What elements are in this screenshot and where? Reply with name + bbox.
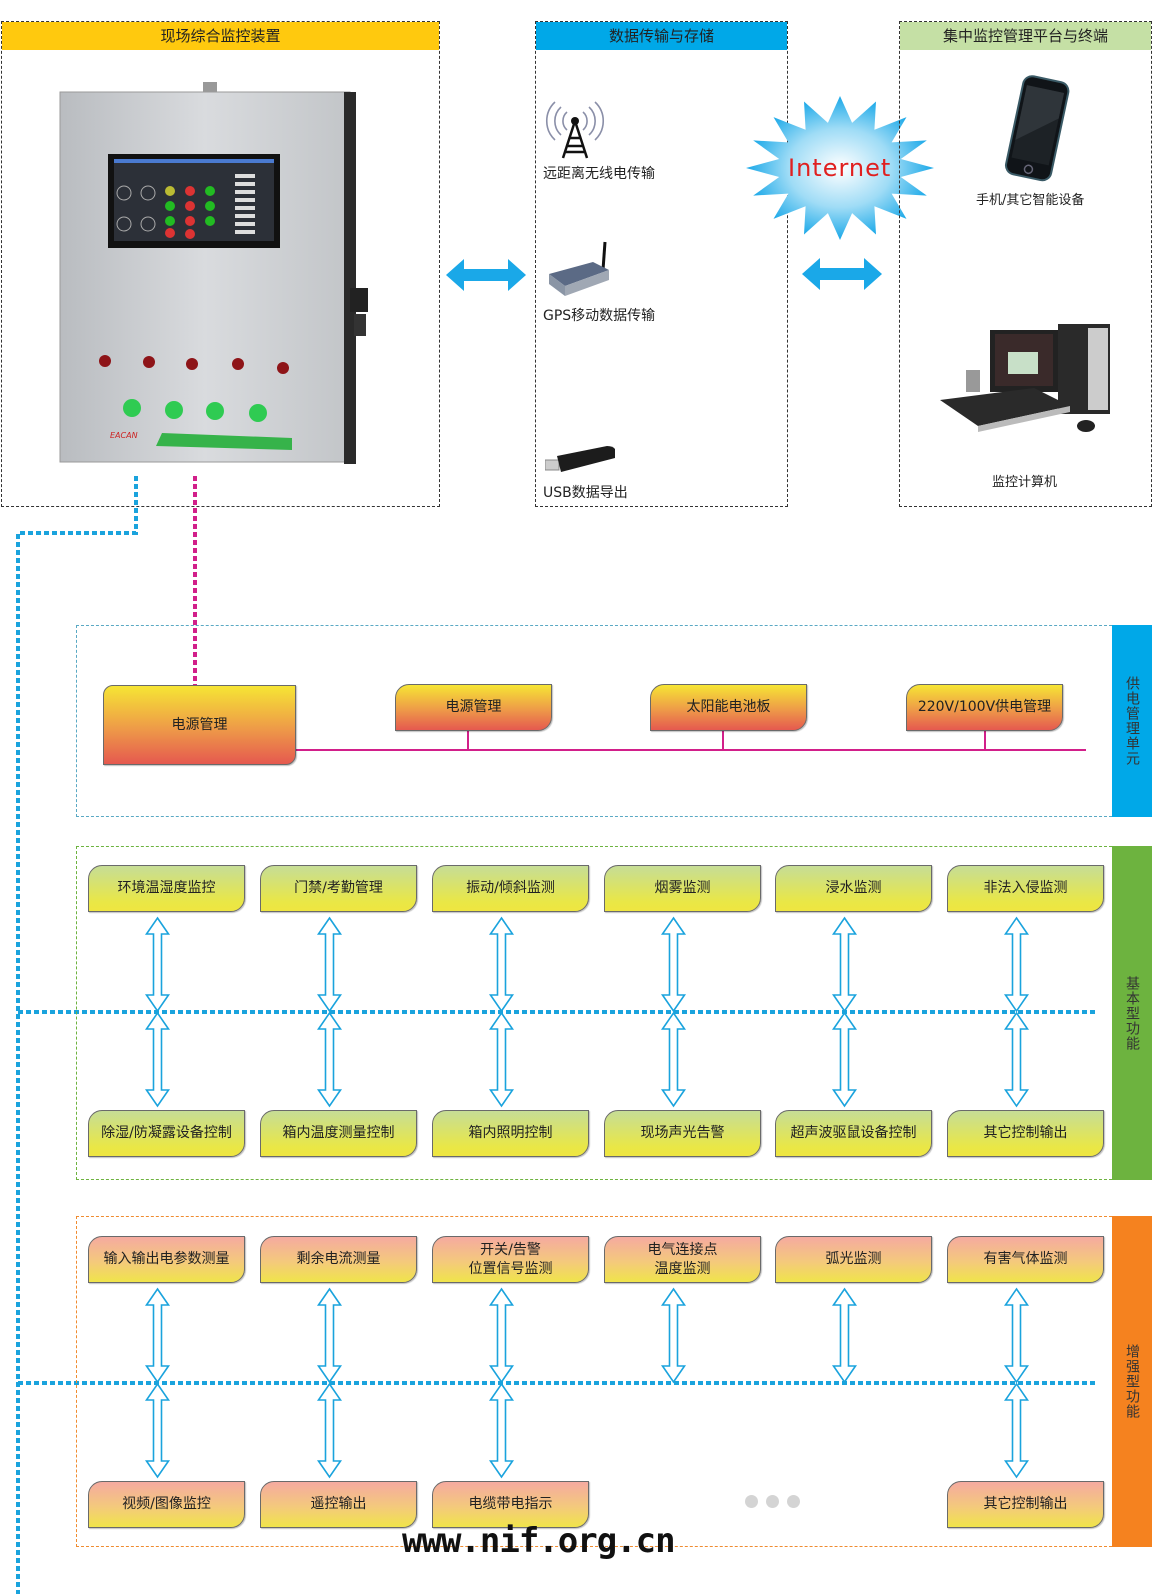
basic-monitor-box: 门禁/考勤管理 bbox=[260, 865, 417, 912]
bidirectional-arrow-icon bbox=[831, 1011, 858, 1108]
basic-control-box: 其它控制输出 bbox=[947, 1110, 1104, 1157]
transfer-platform-link-arrow bbox=[802, 258, 882, 290]
platform-panel-title: 集中监控管理平台与终端 bbox=[900, 22, 1151, 50]
enhanced-control-box: 电缆带电指示 bbox=[432, 1481, 589, 1528]
transfer-panel: 数据传输与存储 远距离无线电传输 GPS移动数据传输 USB数据导出 bbox=[535, 21, 788, 507]
bidirectional-arrow-icon bbox=[316, 1382, 343, 1479]
bidirectional-arrow-icon bbox=[831, 916, 858, 1013]
bidirectional-arrow-icon bbox=[144, 1287, 171, 1384]
power-unit-side-label: 供电管理单元 bbox=[1124, 676, 1140, 766]
power-management-main-box: 电源管理 bbox=[103, 685, 296, 765]
gps-modem-icon bbox=[549, 241, 609, 296]
platform-item-label: 手机/其它智能设备 bbox=[976, 193, 1085, 208]
monitoring-cabinet-image: EACAN bbox=[59, 82, 368, 464]
basic-monitor-box: 浸水监测 bbox=[775, 865, 932, 912]
data-bus-trunk-line bbox=[16, 476, 138, 1594]
bidirectional-arrow-icon bbox=[660, 916, 687, 1013]
basic-monitor-box: 烟雾监测 bbox=[604, 865, 761, 912]
svg-text:EACAN: EACAN bbox=[110, 431, 138, 440]
enhanced-monitor-box: 弧光监测 bbox=[775, 1236, 932, 1283]
basic-control-box: 除湿/防凝露设备控制 bbox=[88, 1110, 245, 1157]
bidirectional-arrow-icon bbox=[316, 1287, 343, 1384]
device-transfer-link-arrow bbox=[446, 259, 526, 291]
enhanced-monitor-box: 电气连接点 温度监测 bbox=[604, 1236, 761, 1283]
bidirectional-arrow-icon bbox=[488, 1382, 515, 1479]
basic-control-box: 现场声光告警 bbox=[604, 1110, 761, 1157]
bidirectional-arrow-icon bbox=[316, 1011, 343, 1108]
basic-monitor-box: 环境温湿度监控 bbox=[88, 865, 245, 912]
bidirectional-arrow-icon bbox=[1003, 1287, 1030, 1384]
basic-control-box: 箱内照明控制 bbox=[432, 1110, 589, 1157]
power-unit-side-tab: 供电管理单元 bbox=[1112, 625, 1152, 817]
enhanced-monitor-box: 有害气体监测 bbox=[947, 1236, 1104, 1283]
enhanced-control-box: 视频/图像监控 bbox=[88, 1481, 245, 1528]
device-panel-title: 现场综合监控装置 bbox=[2, 22, 439, 50]
basic-monitor-box: 非法入侵监测 bbox=[947, 865, 1104, 912]
bidirectional-arrow-icon bbox=[488, 1011, 515, 1108]
bidirectional-arrow-icon bbox=[144, 1011, 171, 1108]
enhanced-functions-section bbox=[76, 1216, 1112, 1547]
enhanced-monitor-box: 开关/告警 位置信号监测 bbox=[432, 1236, 589, 1283]
bidirectional-arrow-icon bbox=[488, 916, 515, 1013]
radio-tower-icon bbox=[546, 101, 604, 159]
smartphone-icon bbox=[1004, 75, 1070, 182]
bidirectional-arrow-icon bbox=[1003, 1011, 1030, 1108]
transfer-item-label: 远距离无线电传输 bbox=[543, 166, 655, 182]
enhanced-control-box: 其它控制输出 bbox=[947, 1481, 1104, 1528]
power-source-box: 电源管理 bbox=[395, 684, 552, 731]
enhanced-control-box: 遥控输出 bbox=[260, 1481, 417, 1528]
enhanced-functions-side-tab: 增强型功能 bbox=[1112, 1216, 1152, 1547]
enhanced-monitor-box: 输入输出电参数测量 bbox=[88, 1236, 245, 1283]
bidirectional-arrow-icon bbox=[144, 916, 171, 1013]
enhanced-functions-side-label: 增强型功能 bbox=[1124, 1344, 1140, 1419]
bidirectional-arrow-icon bbox=[831, 1287, 858, 1384]
basic-functions-side-label: 基本型功能 bbox=[1124, 975, 1140, 1051]
internet-label: Internet bbox=[788, 154, 892, 182]
watermark-text: www.nif.org.cn bbox=[402, 1521, 676, 1561]
basic-control-box: 箱内温度测量控制 bbox=[260, 1110, 417, 1157]
enhanced-monitor-box: 剩余电流测量 bbox=[260, 1236, 417, 1283]
device-panel: 现场综合监控装置 EACAN bbox=[1, 21, 440, 507]
power-source-box: 太阳能电池板 bbox=[650, 684, 807, 731]
basic-functions-side-tab: 基本型功能 bbox=[1112, 846, 1152, 1180]
power-unit-section bbox=[76, 625, 1112, 817]
desktop-computer-icon bbox=[940, 324, 1110, 432]
bidirectional-arrow-icon bbox=[660, 1011, 687, 1108]
basic-functions-section bbox=[76, 846, 1112, 1180]
power-source-box: 220V/100V供电管理 bbox=[906, 684, 1063, 731]
basic-control-box: 超声波驱鼠设备控制 bbox=[775, 1110, 932, 1157]
transfer-item-label: USB数据导出 bbox=[543, 485, 628, 501]
usb-drive-icon bbox=[545, 446, 615, 472]
transfer-item-label: GPS移动数据传输 bbox=[543, 308, 656, 324]
platform-item-label: 监控计算机 bbox=[992, 475, 1058, 490]
platform-panel: 集中监控管理平台与终端 手机/其它智能设备 监控计算机 bbox=[899, 21, 1152, 507]
bidirectional-arrow-icon bbox=[144, 1382, 171, 1479]
bidirectional-arrow-icon bbox=[1003, 916, 1030, 1013]
internet-cloud-icon bbox=[746, 96, 934, 240]
transfer-panel-title: 数据传输与存储 bbox=[536, 22, 787, 50]
bidirectional-arrow-icon bbox=[1003, 1382, 1030, 1479]
bidirectional-arrow-icon bbox=[316, 916, 343, 1013]
bidirectional-arrow-icon bbox=[660, 1287, 687, 1384]
more-items-ellipsis-icon bbox=[745, 1493, 808, 1512]
basic-monitor-box: 振动/倾斜监测 bbox=[432, 865, 589, 912]
bidirectional-arrow-icon bbox=[488, 1287, 515, 1384]
